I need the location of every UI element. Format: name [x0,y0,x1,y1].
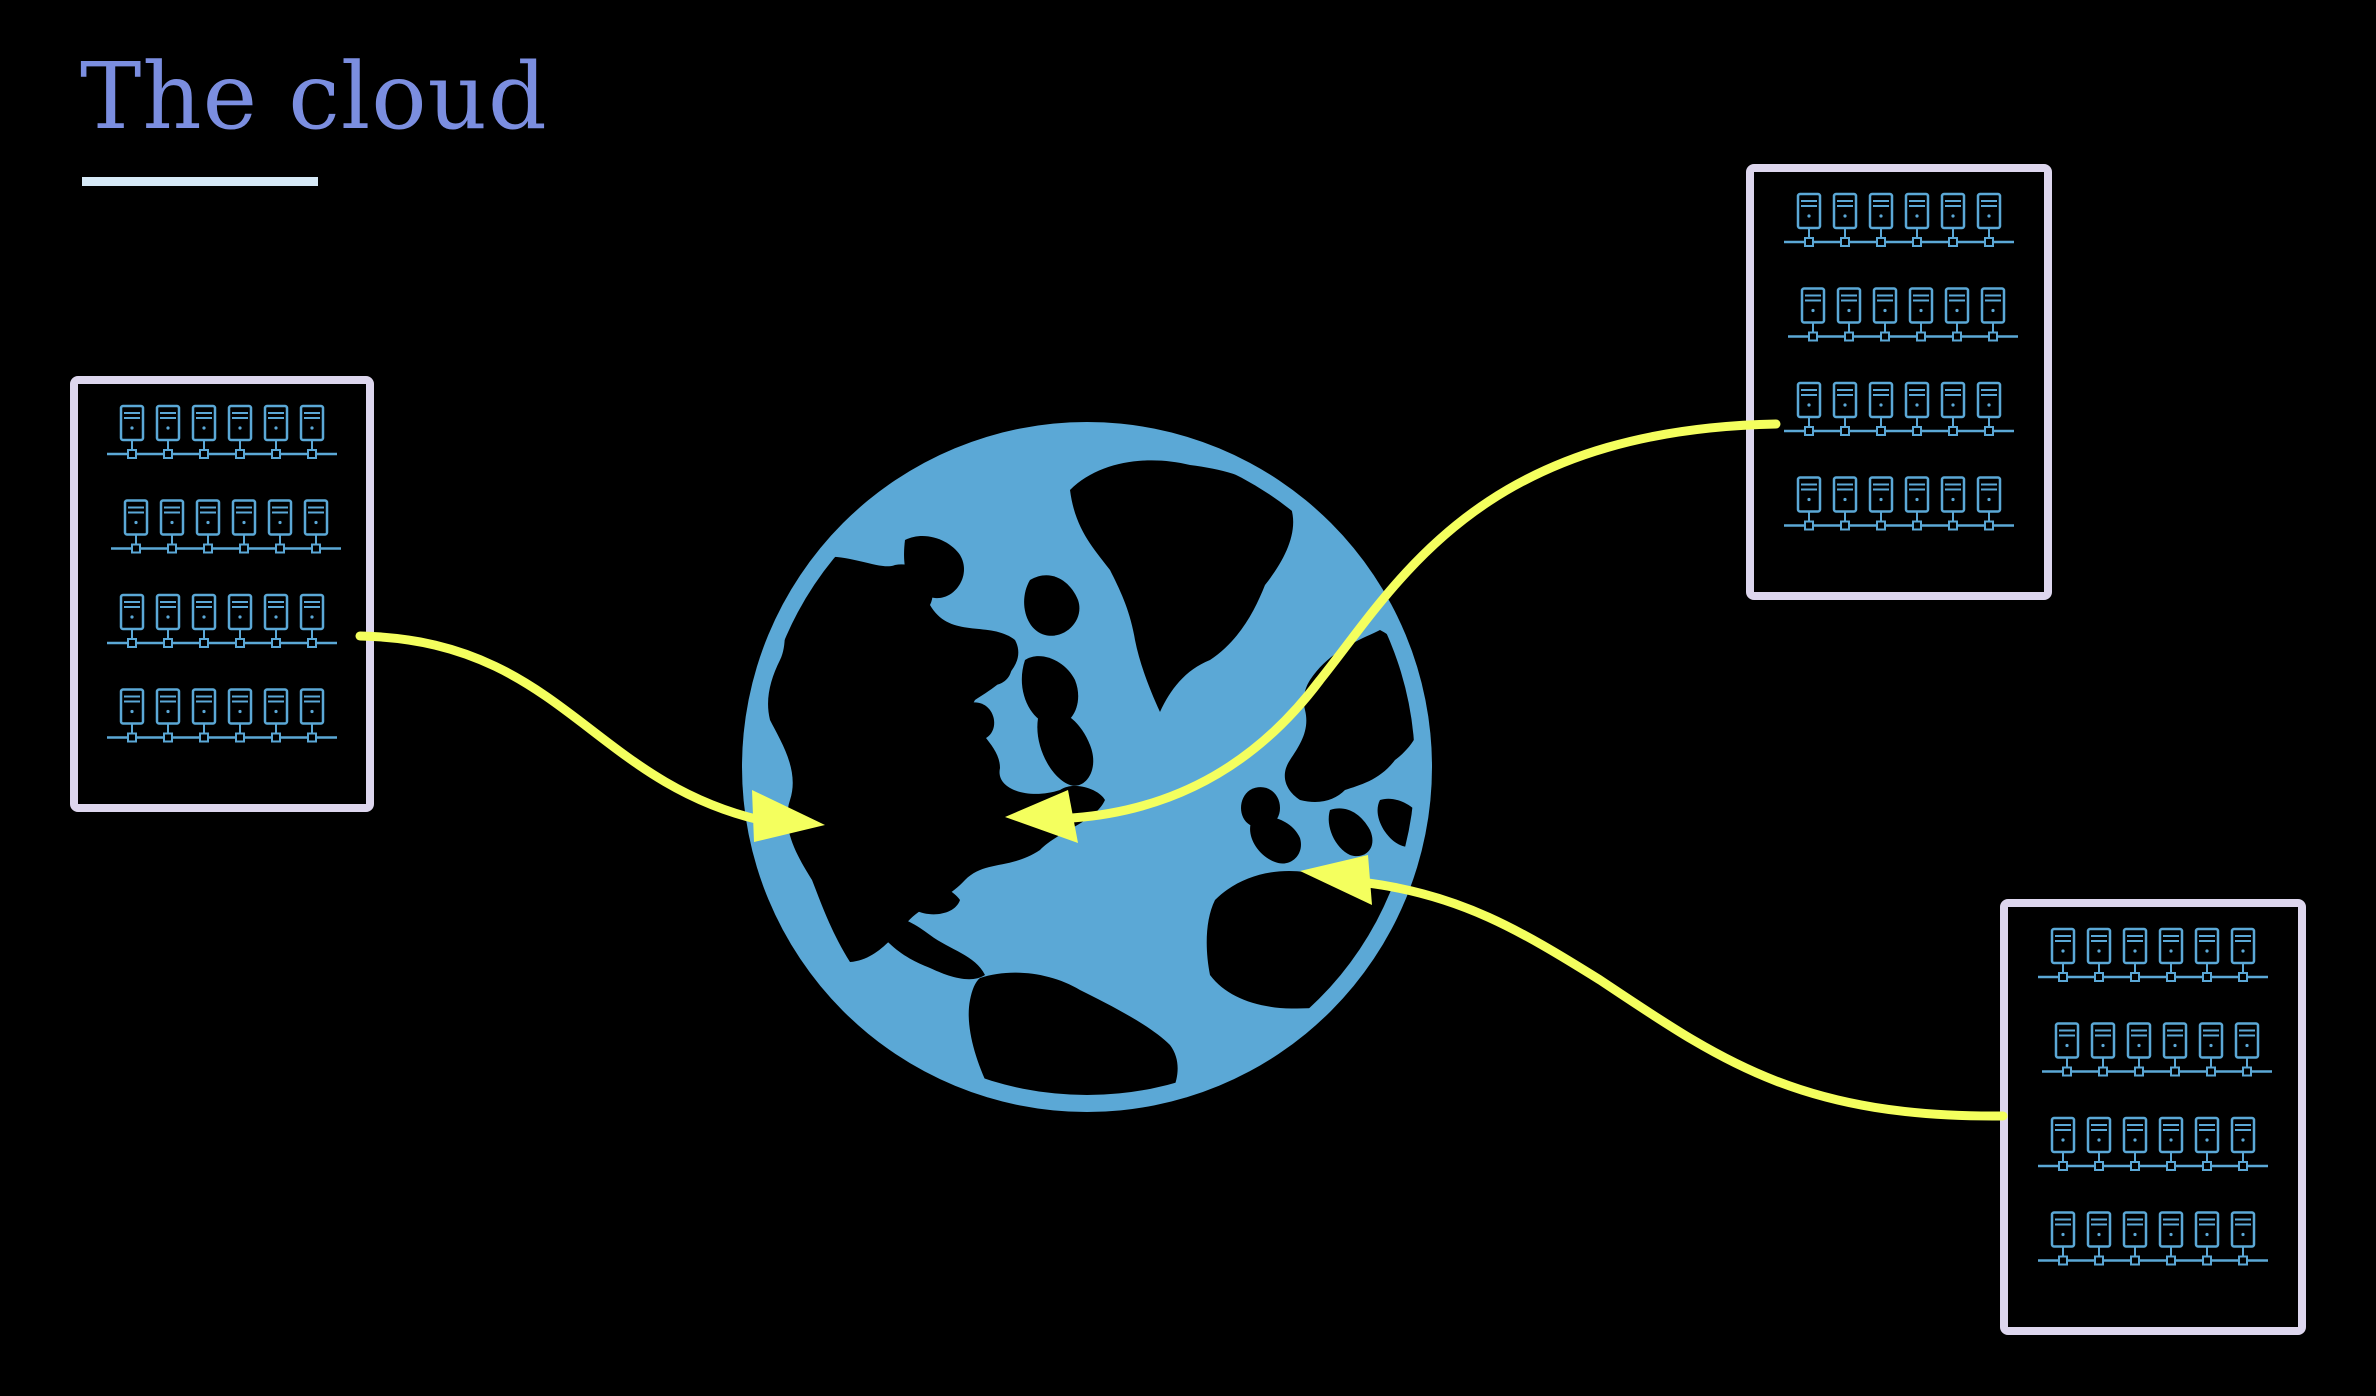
server-tower-icon [2198,1022,2224,1077]
server-tower-icon [195,499,221,554]
server-row [111,499,341,554]
server-tower-icon [155,593,181,648]
datacenter-rack-bottom-right [2000,899,2306,1335]
server-tower-icon [1796,192,1822,247]
server-tower-icon [1976,192,2002,247]
connection-arrow-bottom-right [1300,855,2008,1121]
server-tower-icon [191,404,217,459]
rack-frame [2000,899,2306,1335]
server-tower-icon [263,404,289,459]
server-tower-icon [263,593,289,648]
server-tower-icon [159,499,185,554]
server-tower-icon [1832,192,1858,247]
server-tower-icon [299,593,325,648]
server-tower-icon [2050,927,2076,982]
server-tower-icon [119,404,145,459]
server-tower-icon [1904,476,1930,531]
server-tower-icon [2230,1211,2256,1266]
server-tower-icon [1796,381,1822,436]
datacenter-rack-top-right [1746,164,2052,600]
server-tower-icon [155,688,181,743]
server-tower-icon [119,688,145,743]
server-tower-icon [1796,476,1822,531]
server-tower-icon [2194,1211,2220,1266]
server-tower-icon [155,404,181,459]
server-tower-icon [2230,1116,2256,1171]
server-tower-icon [2230,927,2256,982]
server-tower-icon [2050,1116,2076,1171]
server-tower-icon [227,688,253,743]
server-tower-icon [1976,476,2002,531]
server-tower-icon [2126,1022,2152,1077]
server-tower-icon [1940,381,1966,436]
server-tower-icon [1832,381,1858,436]
server-tower-icon [1904,192,1930,247]
server-tower-icon [2234,1022,2260,1077]
server-tower-icon [2158,1116,2184,1171]
server-tower-icon [1940,192,1966,247]
server-row [1784,381,2014,436]
server-row [107,404,337,459]
server-tower-icon [1836,287,1862,342]
server-tower-icon [227,593,253,648]
server-tower-icon [299,404,325,459]
connection-arrow-left [355,631,825,842]
slide-title: The cloud [80,43,548,150]
server-row [1788,287,2018,342]
server-tower-icon [1868,192,1894,247]
server-tower-icon [1904,381,1930,436]
server-row [107,593,337,648]
server-tower-icon [227,404,253,459]
server-tower-icon [1832,476,1858,531]
server-tower-icon [191,688,217,743]
server-tower-icon [1980,287,2006,342]
title-underline [82,177,318,186]
server-tower-icon [2122,1211,2148,1266]
datacenter-rack-left [70,376,374,812]
server-tower-icon [1868,476,1894,531]
connection-arrow-top-right [1005,419,1781,843]
server-row [2038,927,2268,982]
server-tower-icon [267,499,293,554]
globe-icon [742,422,1432,1112]
server-tower-icon [191,593,217,648]
server-tower-icon [1872,287,1898,342]
server-tower-icon [1800,287,1826,342]
server-tower-icon [1908,287,1934,342]
server-tower-icon [2194,1116,2220,1171]
server-tower-icon [263,688,289,743]
server-tower-icon [2162,1022,2188,1077]
server-row [1784,476,2014,531]
server-tower-icon [303,499,329,554]
server-tower-icon [2086,927,2112,982]
server-row [107,688,337,743]
server-tower-icon [2122,1116,2148,1171]
server-tower-icon [2050,1211,2076,1266]
server-tower-icon [299,688,325,743]
server-tower-icon [123,499,149,554]
server-tower-icon [2086,1211,2112,1266]
server-tower-icon [2086,1116,2112,1171]
server-tower-icon [119,593,145,648]
rack-frame [1746,164,2052,600]
server-row [2038,1116,2268,1171]
server-tower-icon [2122,927,2148,982]
server-row [1784,192,2014,247]
server-tower-icon [1868,381,1894,436]
server-tower-icon [1944,287,1970,342]
server-tower-icon [1940,476,1966,531]
server-tower-icon [2158,927,2184,982]
server-row [2042,1022,2272,1077]
rack-frame [70,376,374,812]
server-tower-icon [231,499,257,554]
server-tower-icon [2158,1211,2184,1266]
server-row [2038,1211,2268,1266]
server-tower-icon [2090,1022,2116,1077]
server-tower-icon [2054,1022,2080,1077]
server-tower-icon [2194,927,2220,982]
server-tower-icon [1976,381,2002,436]
